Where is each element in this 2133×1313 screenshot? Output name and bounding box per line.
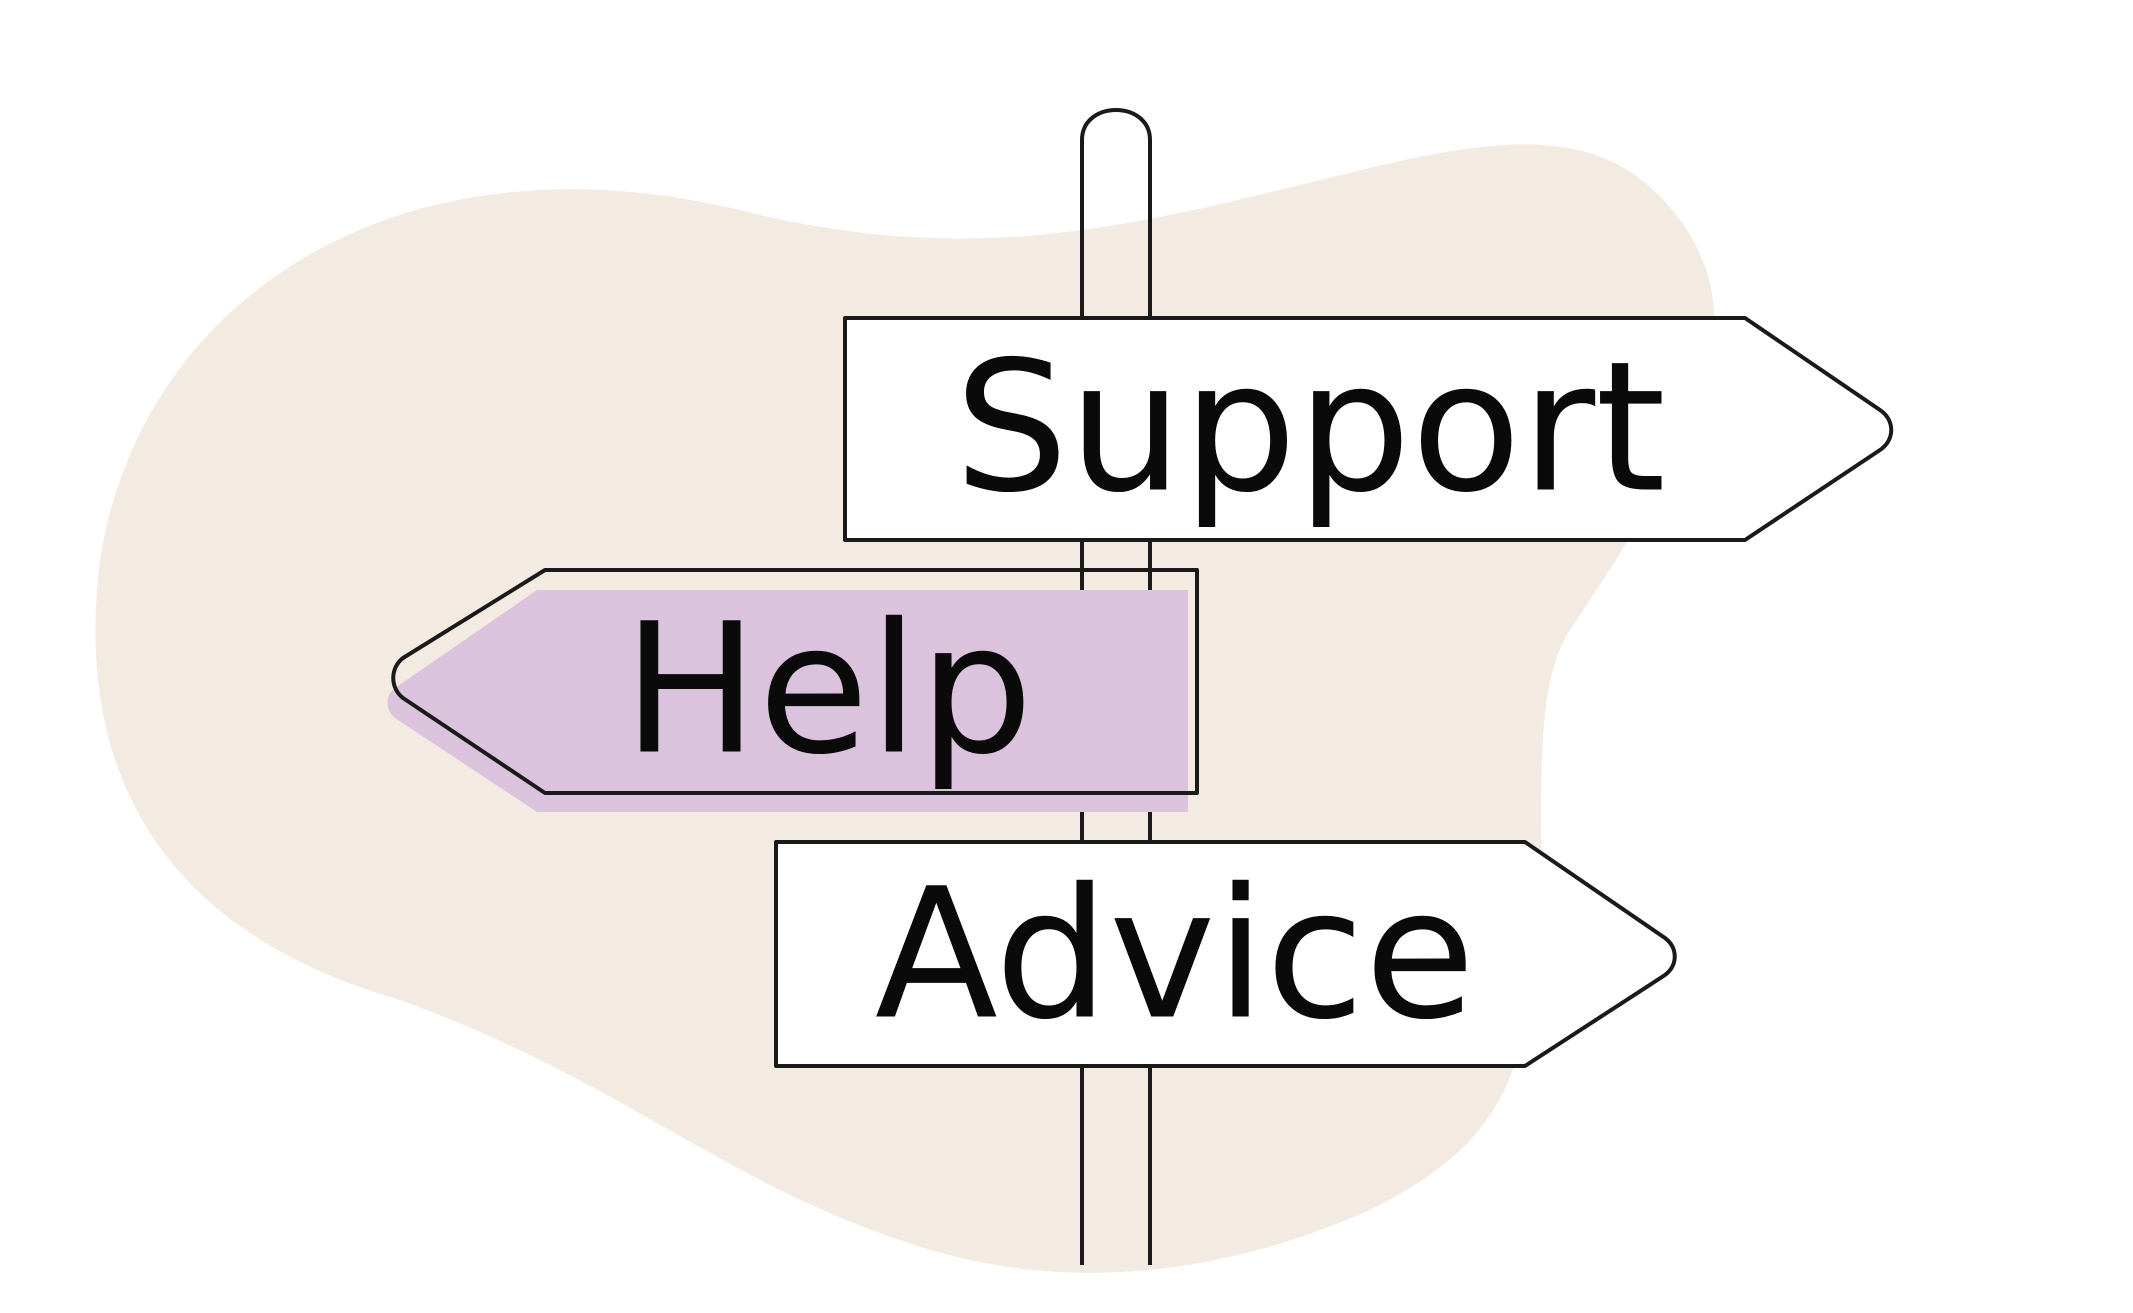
sign-help-board	[391, 568, 1199, 795]
sign-support-label: Support	[954, 324, 1666, 533]
pole-left-edge	[1080, 108, 1152, 1265]
signpost-pole	[1080, 108, 1152, 1265]
sign-support-board	[843, 316, 1894, 542]
sign-help: Help	[387, 568, 1199, 812]
sign-advice-board	[774, 840, 1677, 1068]
sign-help-highlight	[387, 590, 1188, 812]
sign-support: Support	[843, 316, 1894, 542]
sign-advice: Advice	[774, 840, 1677, 1068]
sign-help-label: Help	[623, 586, 1033, 795]
sign-advice-label: Advice	[875, 851, 1475, 1060]
